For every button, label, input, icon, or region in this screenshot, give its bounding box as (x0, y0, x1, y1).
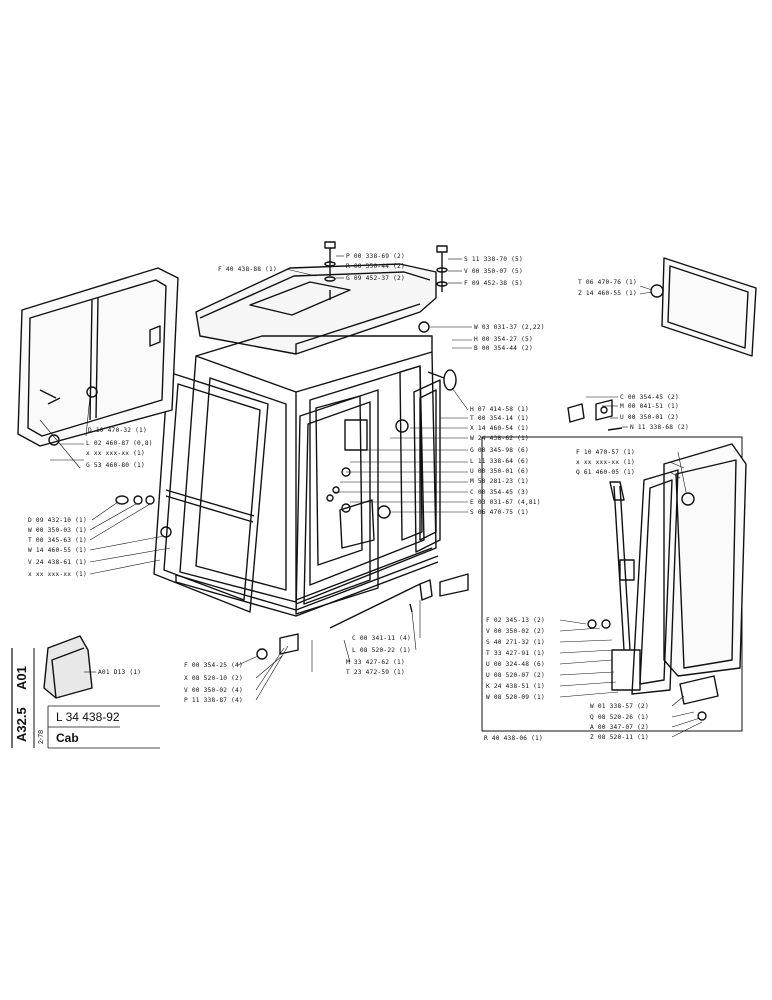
label-rear-hinge: Z 08 520-11 (1) (590, 734, 649, 741)
right-side-panel (377, 369, 457, 553)
label-base-bolt: X 08 520-10 (2) (184, 675, 243, 682)
label-mirror: Z 14 460-55 (1) (578, 290, 637, 297)
label-front-frame: V 24 438-61 (1) (28, 559, 87, 566)
label-side-window: G 53 460-80 (1) (86, 462, 145, 469)
front-door-frame (153, 371, 269, 613)
latch-rod (329, 573, 469, 629)
label-door-part: M 50 281-23 (1) (470, 478, 529, 485)
label-base-bolt: V 00 350-02 (4) (184, 687, 243, 694)
sheet-title: Cab (56, 731, 79, 745)
label-door-part: G 00 345-98 (6) (470, 447, 529, 454)
label-rear-assembly: R 40 438-06 (1) (484, 735, 543, 742)
label-front-frame: x xx xxx-xx (1) (28, 571, 87, 578)
label-side-window: x xx xxx-xx (1) (86, 450, 145, 457)
label-door-part: C 00 354-45 (3) (470, 489, 529, 496)
label-roof-bolt: P 00 338-69 (2) (346, 253, 405, 260)
front-frame-bolts (115, 495, 155, 505)
label-rear-latch: S 40 271-32 (1) (486, 639, 545, 646)
base-bolts (256, 633, 299, 660)
page-code-2: A32.5 (14, 707, 29, 742)
label-rear-latch: T 33 427-91 (1) (486, 650, 545, 657)
part-number: L 34 438-92 (56, 710, 120, 724)
label-side-window: D 10 470-32 (1) (88, 427, 147, 434)
inset-part (43, 635, 93, 699)
label-handle: C 00 354-45 (2) (620, 394, 679, 401)
label-door-part: X 14 460-54 (1) (470, 425, 529, 432)
label-front-frame: W 14 460-55 (1) (28, 547, 87, 554)
rear-window-assembly (481, 436, 747, 732)
label-rear-latch: U 00 324-48 (6) (486, 661, 545, 668)
label-rear-hinge: W 01 338-57 (2) (590, 703, 649, 710)
label-front-frame: D 09 432-10 (1) (28, 517, 87, 524)
date-code: 2-78 (38, 729, 45, 744)
roof-bolts (324, 241, 448, 333)
label-latch: M 33 427-62 (1) (346, 659, 405, 666)
label-door-part: H 07 414-58 (1) (470, 406, 529, 413)
label-base-bolt: F 00 354-25 (4) (184, 662, 243, 669)
label-handle: M 00 041-51 (1) (620, 403, 679, 410)
label-rear-latch: U 08 520-07 (2) (486, 672, 545, 679)
label-latch: C 00 341-11 (4) (352, 635, 411, 642)
label-door-part: W 24 438-62 (1) (470, 435, 529, 442)
label-roof-bolt: G 09 452-37 (2) (346, 275, 405, 282)
label-roof-mount: H 00 354-27 (5) (474, 336, 533, 343)
mirror-window (650, 257, 757, 357)
label-base-bolt: P 11 338-87 (4) (184, 697, 243, 704)
label-roof-mount: B 00 354-44 (2) (474, 345, 533, 352)
label-mirror: T 06 470-76 (1) (578, 279, 637, 286)
label-roof-mount: W 03 031-37 (2,22) (474, 324, 545, 331)
label-roof-bolt: R 00 350-44 (2) (346, 263, 405, 270)
label-roof-bolt-right: S 11 338-70 (5) (464, 256, 523, 263)
label-door-part: T 00 354-14 (1) (470, 415, 529, 422)
label-rear-hinge: A 00 347-07 (2) (590, 724, 649, 731)
label-door-part: U 00 350-01 (6) (470, 468, 529, 475)
label-roof: F 40 438-88 (1) (218, 266, 277, 273)
label-rear-latch: F 02 345-13 (2) (486, 617, 545, 624)
label-rear-window: Q 61 460-05 (1) (576, 469, 635, 476)
label-latch: T 23 472-59 (1) (346, 669, 405, 676)
label-rear-hinge: Q 08 520-26 (1) (590, 714, 649, 721)
label-door-part: S 06 470-75 (1) (470, 509, 529, 516)
label-handle: N 11 338-68 (2) (630, 424, 689, 431)
label-rear-window: x xx xxx-xx (1) (576, 459, 635, 466)
label-inset: A01 D13 (1) (98, 669, 142, 676)
label-handle: U 00 350-01 (2) (620, 414, 679, 421)
label-rear-latch: K 24 438-51 (1) (486, 683, 545, 690)
label-rear-latch: W 08 520-09 (1) (486, 694, 545, 701)
label-rear-window: F 10 470-57 (1) (576, 449, 635, 456)
label-door-part: E 03 031-67 (4,81) (470, 499, 541, 506)
door-handle-right (567, 399, 623, 431)
label-roof-bolt-right: F 09 452-38 (5) (464, 280, 523, 287)
label-door-part: L 11 338-64 (6) (470, 458, 529, 465)
label-side-window: L 02 460-87 (0,8) (86, 440, 153, 447)
page-code-1: A01 (14, 666, 29, 690)
label-front-frame: T 00 345-63 (1) (28, 537, 87, 544)
label-roof-bolt-right: V 00 350-07 (5) (464, 268, 523, 275)
label-rear-latch: V 00 350-02 (2) (486, 628, 545, 635)
side-window (17, 267, 179, 447)
label-latch: L 08 520-22 (1) (352, 647, 411, 654)
roof-panel (195, 263, 437, 355)
label-front-frame: W 00 350-03 (1) (28, 527, 87, 534)
